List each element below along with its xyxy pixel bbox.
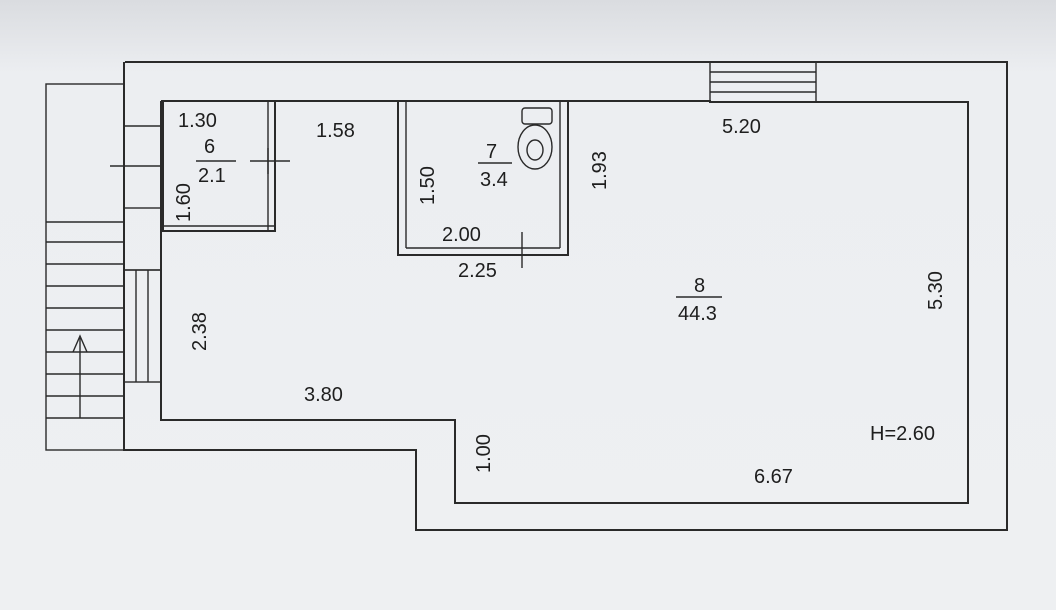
top-stair-opening (709, 61, 817, 103)
ceiling-height: H=2.60 (870, 423, 935, 445)
room-6-area: 2.1 (198, 165, 226, 187)
dim-2-00: 2.00 (442, 224, 481, 246)
dim-1-93: 1.93 (589, 151, 611, 190)
entrance-door (123, 125, 162, 383)
dim-1-58: 1.58 (316, 120, 355, 142)
dim-1-00: 1.00 (473, 434, 495, 473)
room-7-number: 7 (486, 141, 497, 163)
dim-2-25: 2.25 (458, 260, 497, 282)
room-8-number: 8 (694, 275, 705, 297)
dim-6-67: 6.67 (754, 466, 793, 488)
dim-5-30: 5.30 (925, 271, 947, 310)
dim-1-60: 1.60 (173, 183, 195, 222)
toilet-icon (517, 107, 553, 170)
dim-1-30: 1.30 (178, 110, 217, 132)
room-7-area: 3.4 (480, 169, 508, 191)
exterior-staircase (45, 83, 125, 451)
room-8-area: 44.3 (678, 303, 717, 325)
room-6-number: 6 (204, 136, 215, 158)
dim-2-38: 2.38 (189, 312, 211, 351)
dim-1-50: 1.50 (417, 166, 439, 205)
room-6-walls (110, 101, 290, 232)
room-7-walls (397, 101, 569, 268)
dim-5-20: 5.20 (722, 116, 761, 138)
dim-3-80: 3.80 (304, 384, 343, 406)
outer-wall (123, 61, 1008, 531)
